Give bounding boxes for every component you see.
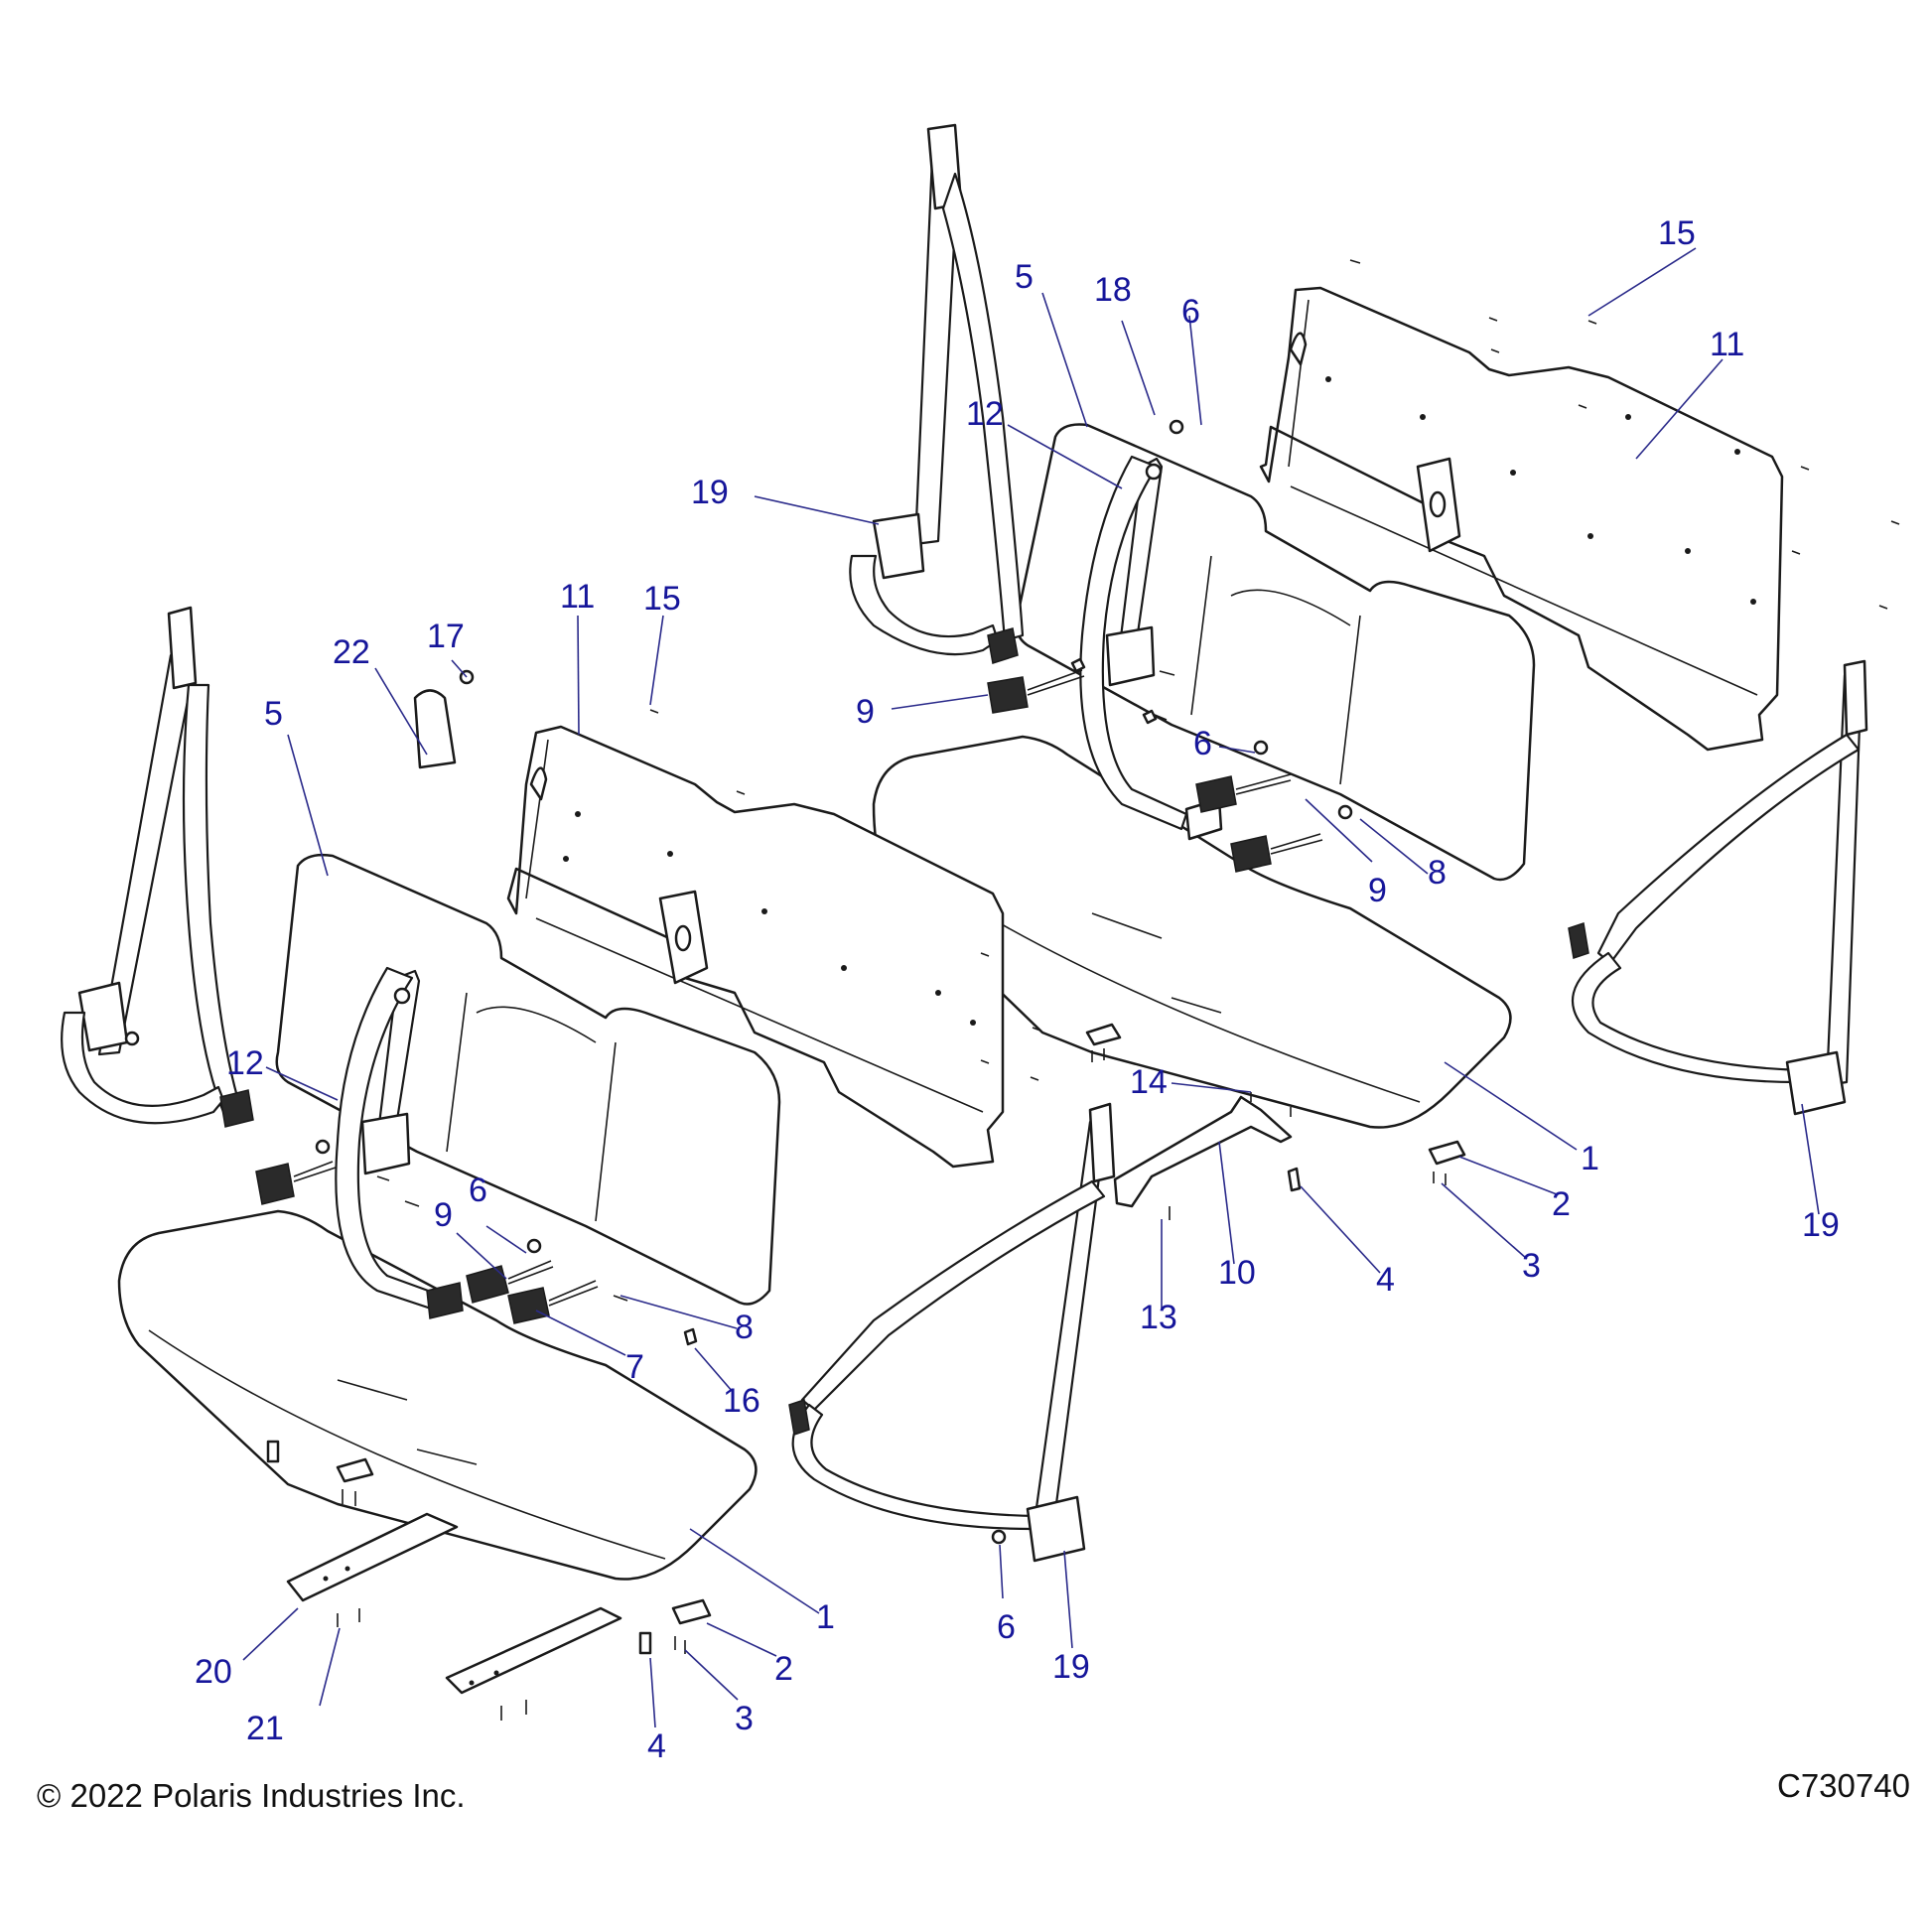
callout-14: 14 bbox=[1130, 1063, 1168, 1101]
rear-seat-back-panel bbox=[1259, 286, 1784, 752]
callout-10: 10 bbox=[1218, 1254, 1256, 1292]
callout-9: 9 bbox=[434, 1196, 453, 1234]
rear-left-seat-belt bbox=[849, 123, 1025, 664]
callout-2: 2 bbox=[774, 1650, 793, 1688]
front-hardware bbox=[315, 669, 698, 1346]
callout-7: 7 bbox=[625, 1348, 644, 1386]
callout-12: 12 bbox=[226, 1044, 264, 1082]
center-bracket bbox=[1085, 1023, 1466, 1220]
rear-screws bbox=[1349, 259, 1900, 610]
front-left-seat-belt bbox=[61, 606, 254, 1128]
callout-6: 6 bbox=[997, 1608, 1016, 1646]
callout-6: 6 bbox=[1193, 725, 1212, 762]
callout-18: 18 bbox=[1094, 271, 1132, 309]
callout-1: 1 bbox=[1581, 1140, 1599, 1177]
leader-lines bbox=[242, 247, 1820, 1728]
front-buckles bbox=[255, 1161, 599, 1324]
callout-15: 15 bbox=[1658, 214, 1696, 252]
callout-12: 12 bbox=[966, 395, 1004, 433]
callout-6: 6 bbox=[1181, 293, 1200, 331]
callout-4: 4 bbox=[647, 1727, 666, 1765]
rear-hardware bbox=[1070, 419, 1353, 820]
front-seat-base bbox=[117, 1209, 758, 1581]
callout-8: 8 bbox=[735, 1309, 754, 1346]
callout-8: 8 bbox=[1428, 854, 1447, 892]
callout-22: 22 bbox=[333, 633, 370, 671]
callout-17: 17 bbox=[427, 618, 465, 655]
callout-21: 21 bbox=[246, 1710, 284, 1747]
front-center-seat-belt bbox=[335, 966, 464, 1319]
callout-13: 13 bbox=[1140, 1299, 1177, 1336]
callout-5: 5 bbox=[264, 695, 283, 733]
callout-4: 4 bbox=[1376, 1261, 1395, 1299]
callout-20: 20 bbox=[195, 1653, 232, 1691]
callout-2: 2 bbox=[1552, 1185, 1571, 1223]
callout-5: 5 bbox=[1015, 258, 1034, 296]
rear-right-seat-belt bbox=[1568, 659, 1868, 1116]
callout-3: 3 bbox=[735, 1700, 754, 1737]
callout-19: 19 bbox=[1052, 1648, 1090, 1686]
callout-labels: 1 1 2 2 3 3 4 4 5 5 6 6 6 6 7 8 8 9 9 9 … bbox=[195, 214, 1840, 1765]
callout-6: 6 bbox=[469, 1172, 487, 1209]
front-screws bbox=[649, 709, 1041, 1081]
callout-9: 9 bbox=[1368, 872, 1387, 909]
front-seat-back-panel bbox=[506, 725, 1005, 1169]
callout-11: 11 bbox=[560, 578, 595, 616]
front-seat-back-cushion bbox=[275, 853, 781, 1306]
copyright-notice: © 2022 Polaris Industries Inc. bbox=[37, 1777, 466, 1814]
callout-1: 1 bbox=[816, 1598, 835, 1636]
callout-19: 19 bbox=[1802, 1206, 1840, 1244]
callout-9: 9 bbox=[856, 693, 875, 731]
rear-buckles bbox=[987, 669, 1323, 873]
callout-16: 16 bbox=[723, 1382, 760, 1420]
front-lower-brackets bbox=[266, 1440, 712, 1721]
callout-3: 3 bbox=[1522, 1247, 1541, 1285]
callout-19: 19 bbox=[691, 474, 729, 511]
callout-15: 15 bbox=[643, 580, 681, 618]
callout-11: 11 bbox=[1710, 326, 1744, 363]
front-right-seat-belt bbox=[788, 1102, 1116, 1563]
drawing-number: C730740 bbox=[1777, 1767, 1910, 1804]
